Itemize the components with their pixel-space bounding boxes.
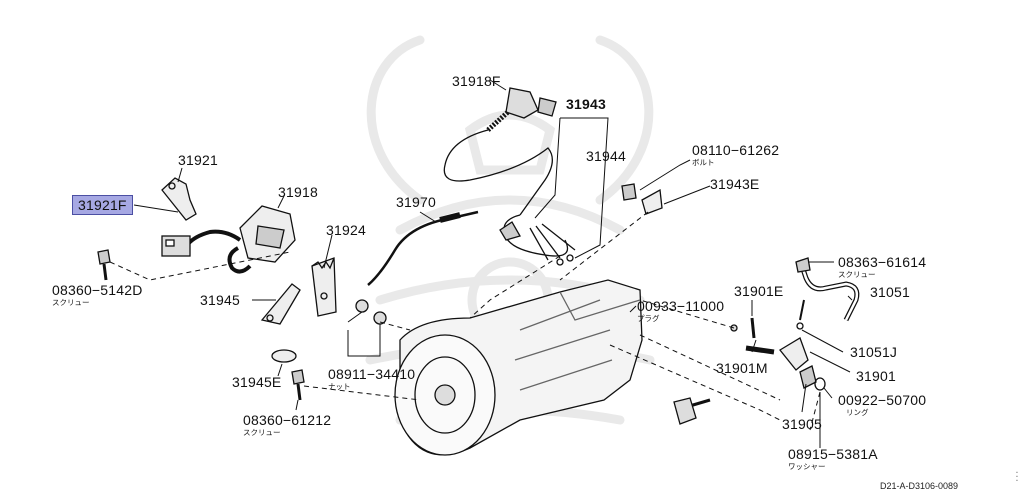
part-31943E-bracket: [641, 188, 663, 215]
dashed-guides: [109, 211, 821, 431]
part-31924-plate: [311, 257, 337, 317]
label-08915-5381A[interactable]: 08915−5381A: [788, 446, 878, 462]
label-08360-5142D[interactable]: 08360−5142D: [52, 282, 143, 298]
label-08363-61614[interactable]: 08363−61614: [838, 254, 927, 270]
part-31943-harness: [499, 214, 576, 266]
part-31945E-gasket: [271, 349, 297, 363]
label-31918[interactable]: 31918: [278, 184, 318, 200]
label-08360-5142D-desc: スクリュー: [52, 298, 90, 307]
label-31901[interactable]: 31901: [856, 368, 896, 384]
label-31945E[interactable]: 31945E: [232, 374, 282, 390]
label-08110-61262-desc: ボルト: [692, 158, 715, 167]
part-31918F-connector: [443, 87, 557, 216]
label-31051J[interactable]: 31051J: [850, 344, 898, 360]
label-31921F-selected[interactable]: 31921F: [72, 195, 133, 215]
part-drawings: [97, 87, 860, 456]
label-00922-50700-desc: リング: [846, 408, 869, 417]
label-08911-34410-desc: ナット: [328, 382, 351, 391]
label-31943E[interactable]: 31943E: [710, 176, 760, 192]
label-31905[interactable]: 31905: [782, 416, 822, 432]
label-08363-61614-desc: スクリュー: [838, 270, 876, 279]
label-00922-50700[interactable]: 00922−50700: [838, 392, 927, 408]
label-31918F[interactable]: 31918F: [452, 73, 501, 89]
label-08911-34410[interactable]: 08911−34410: [328, 366, 416, 382]
label-31970[interactable]: 31970: [396, 194, 436, 210]
label-31921[interactable]: 31921: [178, 152, 218, 168]
part-08360-61212-bolt: [291, 369, 305, 385]
diagram-id: D21-A-D3106-0089: [880, 481, 959, 491]
part-08110-61262-bolt: [621, 183, 637, 201]
part-31921-lever: [161, 177, 197, 221]
label-31944[interactable]: 31944: [586, 148, 626, 164]
label-00933-11000[interactable]: 00933−11000: [637, 298, 725, 314]
label-08360-61212-desc: スクリュー: [243, 428, 281, 437]
label-08360-61212[interactable]: 08360−61212: [243, 412, 332, 428]
label-31945[interactable]: 31945: [200, 292, 240, 308]
part-08360-5142D-bolt: [97, 249, 111, 265]
label-08110-61262[interactable]: 08110−61262: [692, 142, 780, 158]
label-00933-11000-desc: プラグ: [637, 314, 660, 323]
part-31901-group: [673, 317, 826, 425]
transmission-assembly: [394, 279, 643, 456]
part-31945-bracket: [260, 283, 301, 325]
part-08911-nut-1: [355, 299, 369, 313]
label-31901E[interactable]: 31901E: [734, 283, 784, 299]
label-31051[interactable]: 31051: [870, 284, 910, 300]
part-08363-61614-screw: [795, 257, 811, 273]
label-31943[interactable]: 31943: [566, 96, 606, 112]
vertical-dots-icon[interactable]: ···: [1015, 468, 1019, 487]
part-31051-pipe: [796, 259, 860, 330]
label-31924[interactable]: 31924: [326, 222, 366, 238]
part-31918-switch: [161, 205, 296, 274]
leader-lines: [133, 79, 853, 448]
label-31901M[interactable]: 31901M: [716, 360, 768, 376]
part-31970-cable: [367, 210, 479, 286]
label-08915-5381A-desc: ワッシャー: [788, 462, 826, 471]
